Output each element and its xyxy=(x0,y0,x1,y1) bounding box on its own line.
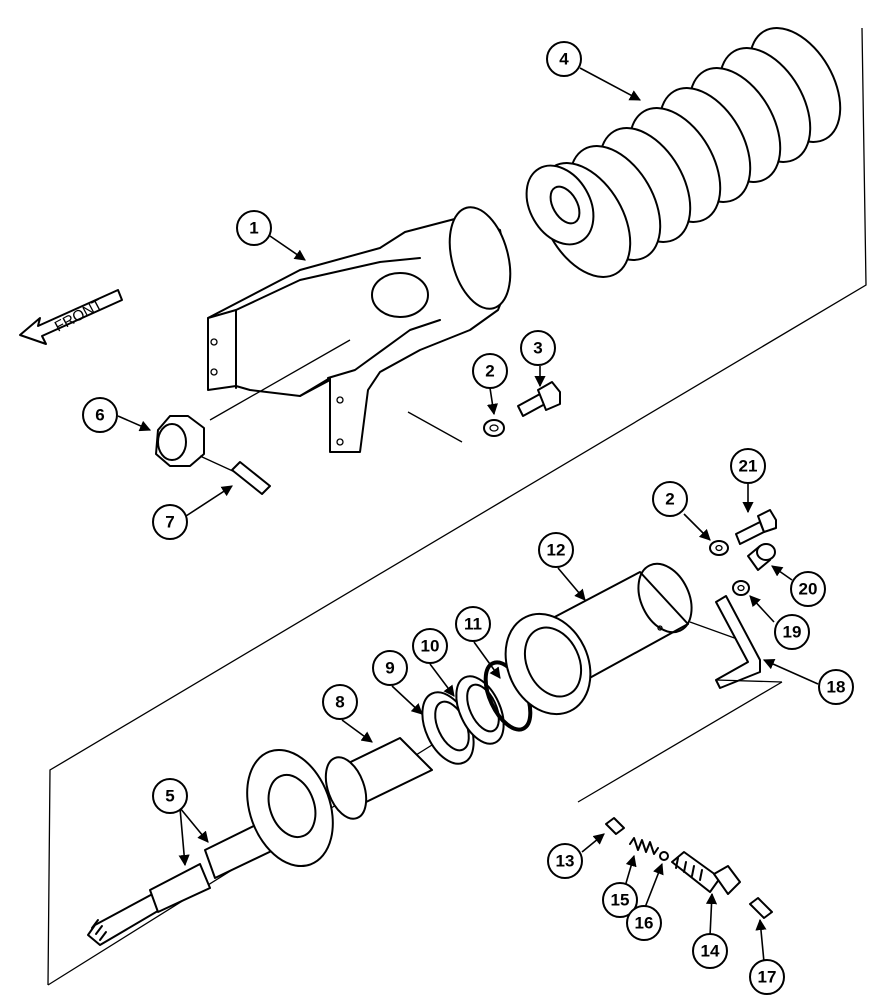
svg-text:5: 5 xyxy=(165,787,174,806)
cylinder-housing xyxy=(504,562,741,716)
callout-21: 21 xyxy=(730,448,766,484)
callout-8: 8 xyxy=(322,684,358,720)
callout-7: 7 xyxy=(152,504,188,540)
washer-19 xyxy=(732,580,750,596)
svg-text:16: 16 xyxy=(635,914,654,933)
callout-3: 3 xyxy=(520,330,556,366)
svg-text:2: 2 xyxy=(485,362,494,381)
callout-11: 11 xyxy=(455,606,491,642)
svg-text:10: 10 xyxy=(421,637,440,656)
callout-5: 5 xyxy=(152,778,188,814)
bracket xyxy=(577,595,783,803)
grease-valve xyxy=(671,851,741,895)
callout-17: 17 xyxy=(749,959,785,995)
bolt-upper xyxy=(517,381,561,417)
fitting-17 xyxy=(749,897,773,919)
svg-text:1: 1 xyxy=(249,219,258,238)
svg-text:13: 13 xyxy=(556,852,575,871)
cotter-pin xyxy=(231,461,271,495)
svg-text:21: 21 xyxy=(739,457,758,476)
front-label: FRONT xyxy=(52,296,106,335)
svg-text:15: 15 xyxy=(611,891,630,910)
check-spring xyxy=(629,837,659,855)
idler-yoke xyxy=(207,206,512,453)
callout-19: 19 xyxy=(774,614,810,650)
front-direction-arrow: FRONT xyxy=(19,289,123,345)
washer-lower xyxy=(709,540,729,556)
check-ball xyxy=(659,851,669,861)
back-up-ring xyxy=(455,675,505,745)
fitting-13 xyxy=(605,817,625,835)
svg-text:3: 3 xyxy=(533,339,542,358)
piston-rod xyxy=(87,748,334,946)
callout-20: 20 xyxy=(790,571,826,607)
callout-10: 10 xyxy=(412,628,448,664)
svg-text:7: 7 xyxy=(165,513,174,532)
callout-18: 18 xyxy=(818,669,854,705)
svg-text:18: 18 xyxy=(827,678,846,697)
callout-1: 1 xyxy=(236,210,272,246)
callout-14: 14 xyxy=(692,933,728,969)
svg-text:12: 12 xyxy=(547,541,566,560)
svg-text:19: 19 xyxy=(783,623,802,642)
callout-2-lower: 2 xyxy=(652,481,688,517)
callout-16: 16 xyxy=(626,905,662,941)
svg-text:2: 2 xyxy=(665,490,674,509)
washer-upper xyxy=(483,419,505,437)
svg-text:9: 9 xyxy=(385,659,394,678)
callout-2-upper: 2 xyxy=(472,353,508,389)
recoil-spring xyxy=(525,27,842,278)
bolt-21 xyxy=(735,509,777,545)
svg-text:20: 20 xyxy=(799,580,818,599)
callout-15: 15 xyxy=(602,882,638,918)
svg-text:6: 6 xyxy=(95,406,104,425)
callout-6: 6 xyxy=(82,397,118,433)
svg-text:8: 8 xyxy=(335,693,344,712)
bolt-20 xyxy=(747,543,776,571)
callout-13: 13 xyxy=(547,843,583,879)
callout-9: 9 xyxy=(372,650,408,686)
castle-nut xyxy=(155,415,249,479)
callout-4: 4 xyxy=(546,41,582,77)
piston xyxy=(324,737,433,820)
svg-text:17: 17 xyxy=(758,968,777,987)
callout-12: 12 xyxy=(538,532,574,568)
svg-text:11: 11 xyxy=(464,615,482,634)
svg-text:14: 14 xyxy=(701,942,720,961)
svg-text:4: 4 xyxy=(559,50,569,69)
